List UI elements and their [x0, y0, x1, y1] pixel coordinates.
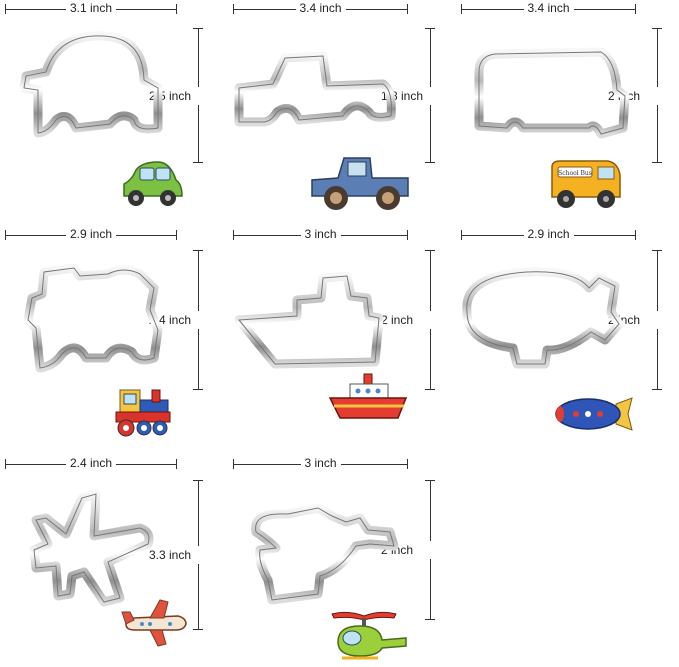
car-cookie-cutter	[19, 31, 163, 138]
height-dimension-car: 2.5 inch	[149, 28, 205, 163]
airplane-cookie-cutter	[29, 489, 154, 607]
school-bus-cookie-cutter	[474, 47, 630, 139]
width-dimension-train: 2.9 inch	[5, 226, 177, 246]
helicopter-icon	[331, 611, 407, 660]
airplane-icon	[121, 599, 187, 647]
height-dimension-pickup-truck: 1.8 inch	[381, 28, 437, 163]
width-label-airplane: 2.4 inch	[65, 456, 117, 470]
school-bus-icon: School Bus	[551, 160, 621, 208]
pickup-truck-cookie-cutter	[234, 51, 396, 127]
blimp-cookie-cutter	[462, 267, 624, 369]
width-dimension-blimp: 2.9 inch	[461, 226, 636, 246]
width-dimension-pickup-truck: 3.4 inch	[233, 0, 408, 20]
school-bus-sign: School Bus	[558, 170, 592, 177]
width-label-ship: 3 inch	[300, 227, 341, 241]
width-dimension-ship: 3 inch	[233, 226, 408, 246]
width-label-helicopter: 3 inch	[300, 456, 341, 470]
height-label-ship: 2 inch	[381, 311, 435, 329]
height-label-train: 2.4 inch	[149, 311, 203, 329]
width-label-pickup-truck: 3.4 inch	[295, 1, 346, 15]
width-label-car: 3.1 inch	[65, 1, 117, 15]
train-cookie-cutter	[23, 263, 163, 373]
width-dimension-car: 3.1 inch	[5, 0, 177, 20]
height-dimension-ship: 2 inch	[381, 250, 437, 390]
ship-cookie-cutter	[234, 271, 384, 369]
width-label-blimp: 2.9 inch	[523, 227, 574, 241]
helicopter-cookie-cutter	[251, 503, 399, 605]
width-label-school-bus: 3.4 inch	[523, 1, 574, 15]
train-icon	[115, 389, 171, 437]
car-icon	[123, 161, 183, 206]
pickup-truck-icon	[311, 157, 409, 210]
height-dimension-airplane: 3.3 inch	[149, 480, 205, 630]
ship-icon	[328, 373, 408, 419]
blimp-icon	[555, 397, 633, 431]
width-dimension-school-bus: 3.4 inch	[461, 0, 636, 20]
height-dimension-train: 2.4 inch	[149, 250, 205, 390]
height-dimension-blimp: 2 inch	[608, 250, 664, 390]
height-dimension-school-bus: 2 inch	[608, 28, 664, 163]
width-dimension-airplane: 2.4 inch	[5, 455, 177, 475]
height-label-airplane: 3.3 inch	[149, 546, 203, 564]
width-label-train: 2.9 inch	[65, 227, 117, 241]
width-dimension-helicopter: 3 inch	[233, 455, 408, 475]
height-dimension-helicopter: 2 inch	[381, 480, 437, 620]
